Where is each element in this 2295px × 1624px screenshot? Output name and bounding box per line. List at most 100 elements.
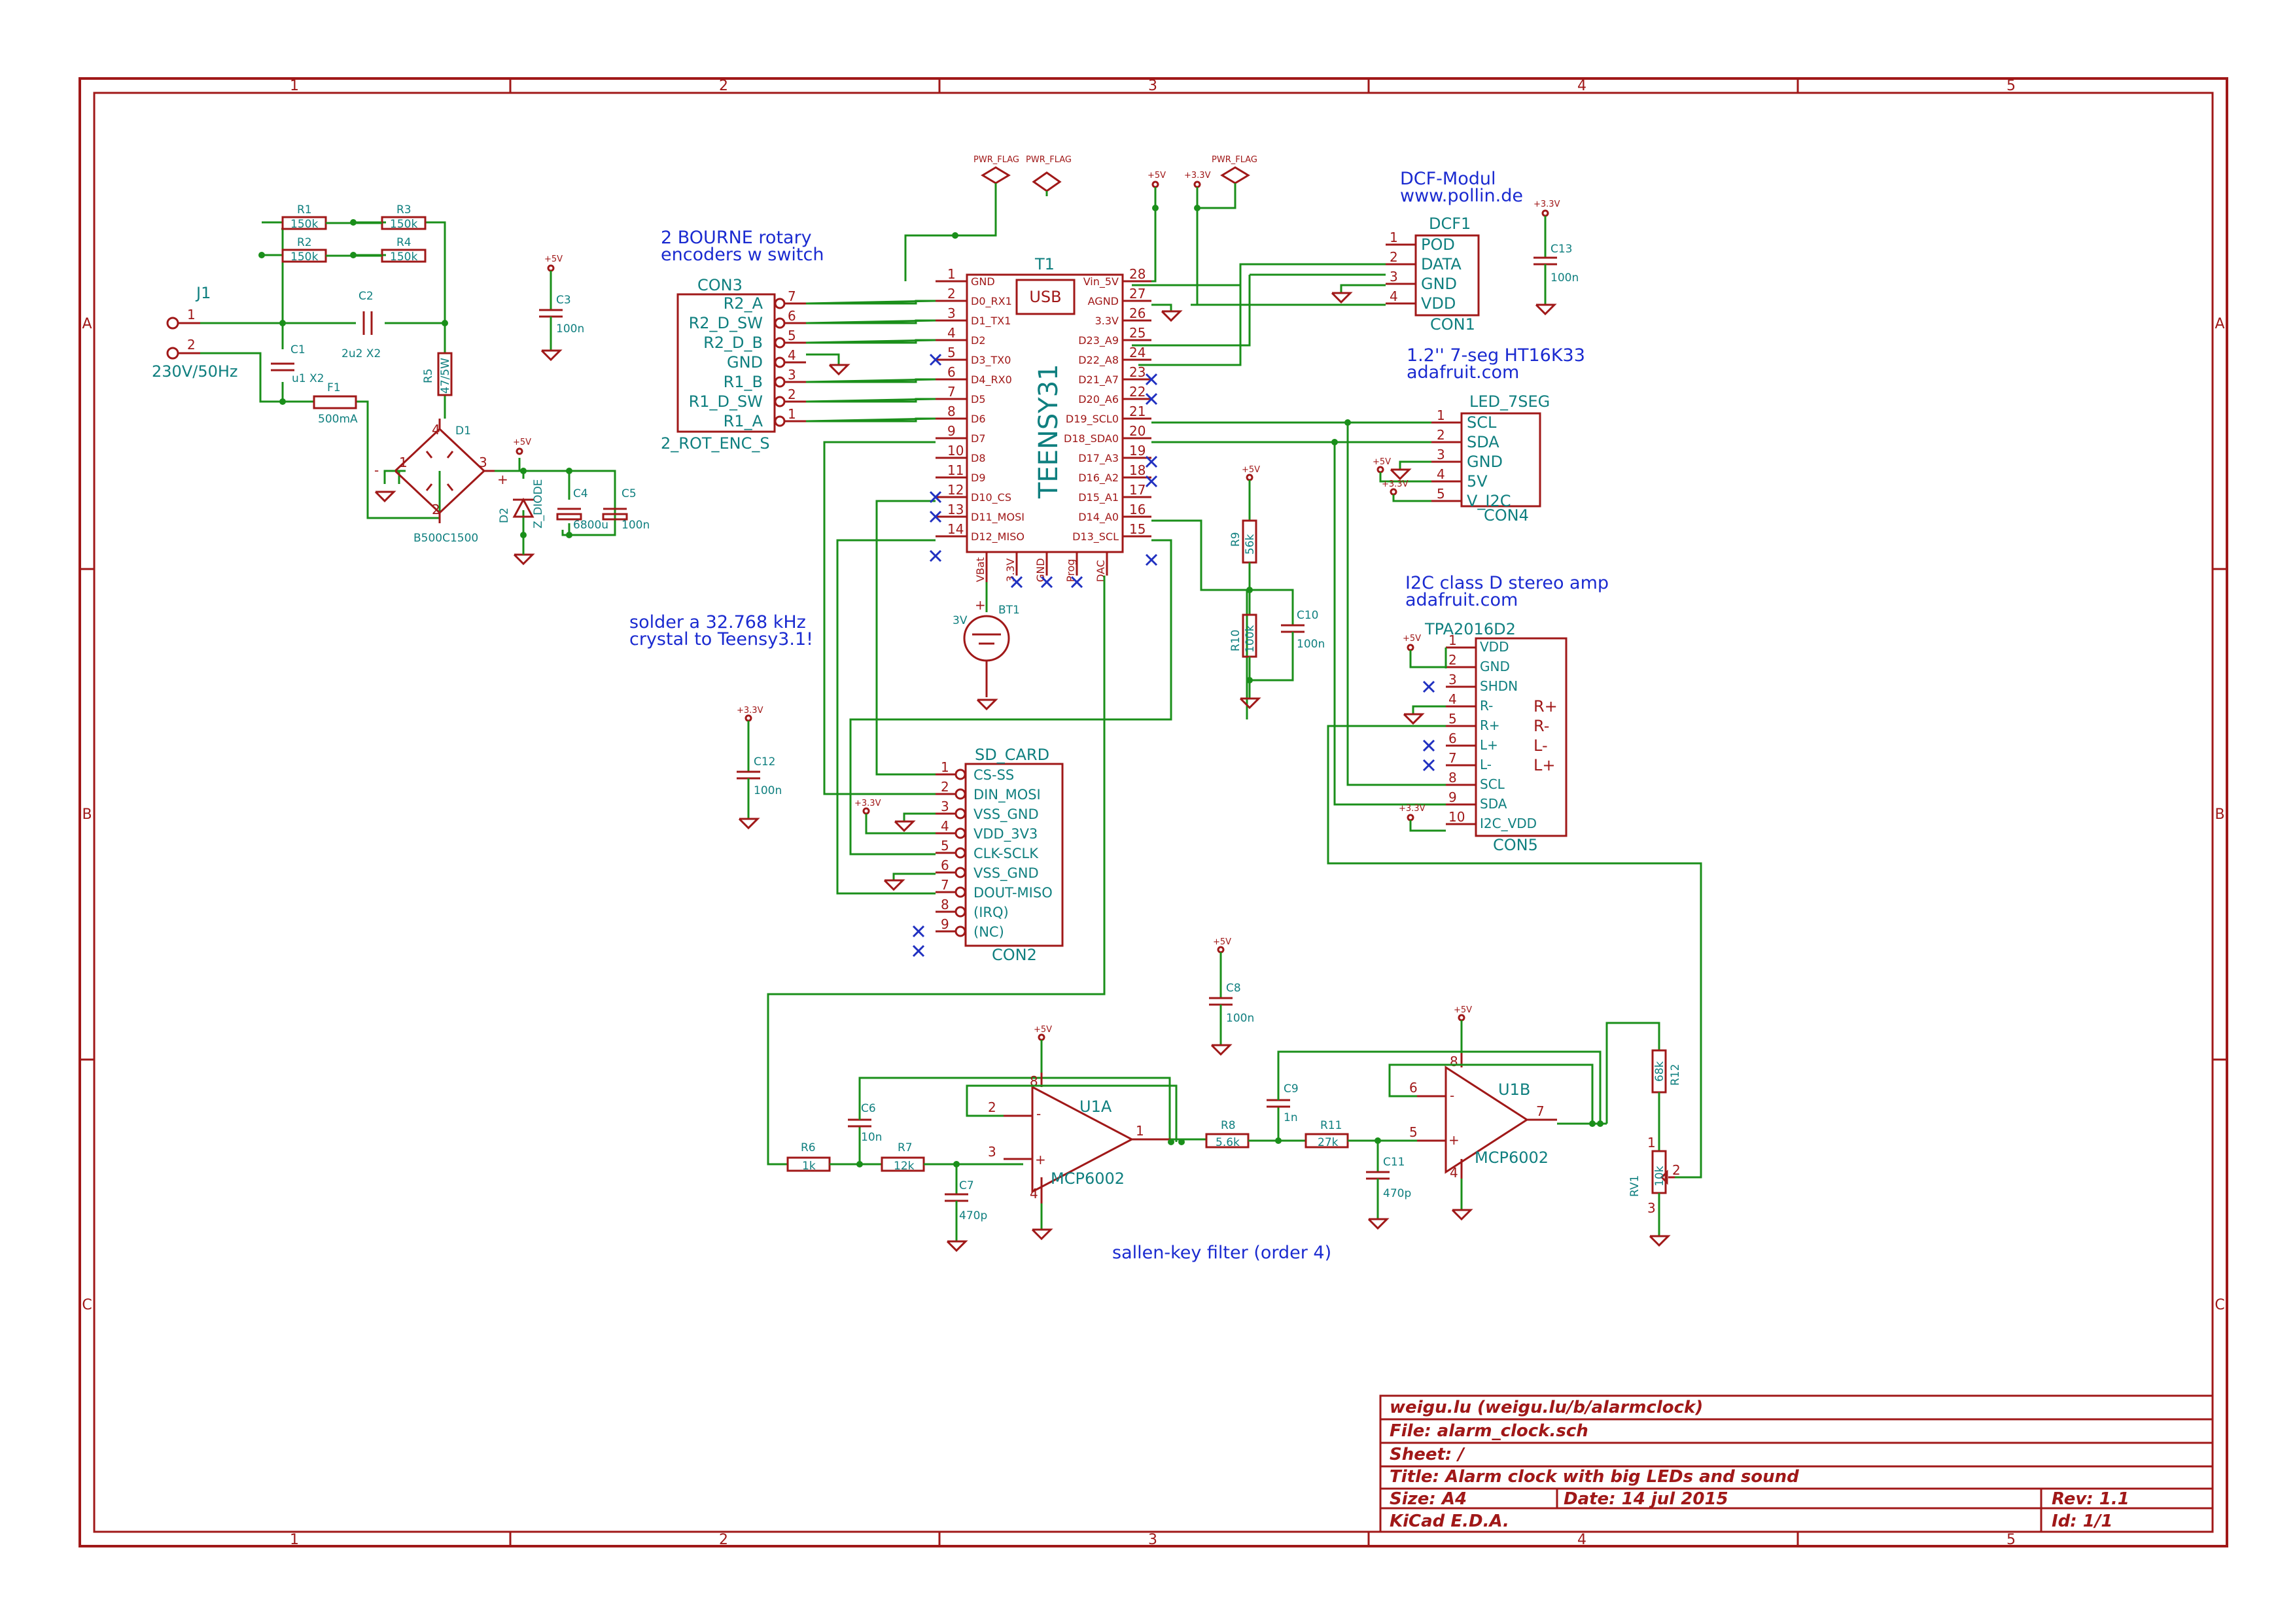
r2-ref: R2 (297, 236, 312, 249)
svg-text:7: 7 (1536, 1103, 1545, 1119)
col-label: 2 (719, 78, 728, 94)
pin-number: 4 (947, 325, 956, 341)
pin-number: 3 (1390, 269, 1398, 285)
pin-label: D12_MISO (971, 530, 1025, 544)
c11-ref: C11 (1383, 1156, 1405, 1169)
pin-number: 3 (941, 799, 949, 814)
title-date: Date: 14 jul 2015 (1564, 1489, 1728, 1509)
note-amp: adafruit.com (1405, 590, 1518, 610)
pin-label: D17_A3 (1078, 452, 1119, 465)
pin-number: 9 (1448, 789, 1457, 805)
pin-label: D13_SCL (1072, 530, 1119, 544)
svg-text:+5V: +5V (1373, 457, 1391, 467)
pin-number: 3 (947, 305, 956, 321)
row-label: B (82, 806, 92, 823)
pin-label: D7 (971, 432, 986, 445)
svg-text:3: 3 (988, 1144, 996, 1160)
pin-label: (IRQ) (973, 905, 1009, 920)
pin-number: 23 (1129, 364, 1146, 380)
sd-pin (955, 769, 966, 780)
pin-label: VDD_3V3 (973, 826, 1038, 842)
teensy-ref: T1 (1034, 255, 1055, 273)
amp-output: L- (1533, 736, 1548, 755)
r11-val: 27k (1318, 1136, 1339, 1149)
svg-text:3: 3 (479, 455, 487, 470)
svg-text:+5V: +5V (1213, 937, 1231, 947)
c10-ref: C10 (1297, 609, 1319, 622)
con3-pin (774, 298, 786, 309)
pin-number: 8 (947, 404, 956, 419)
pin-number: 5 (941, 838, 949, 854)
mains-label: 230V/50Hz (152, 362, 238, 381)
pin-number: 1 (788, 406, 796, 422)
c7-ref: C7 (959, 1179, 974, 1192)
pin-label: R2_A (724, 294, 763, 313)
svg-text:1: 1 (1136, 1123, 1144, 1139)
f1-ref: F1 (327, 381, 341, 394)
pin-label: GND (727, 353, 763, 371)
pin-number: 2 (1437, 427, 1445, 443)
c4-val: 6800u (573, 519, 608, 532)
dcf1-val: CON1 (1430, 315, 1475, 334)
pin-number: 2 (1448, 652, 1457, 668)
pin-number: 5 (1437, 486, 1445, 502)
pin-label: R1_B (724, 373, 763, 391)
r1-val: 150k (290, 218, 318, 231)
r2-val: 150k (290, 251, 318, 264)
r3-ref: R3 (396, 203, 412, 216)
pin-label: DOUT-MISO (973, 885, 1053, 901)
sd-val: CON2 (992, 946, 1037, 964)
d2-ref: D2 (498, 508, 511, 523)
pin-number: 2 (1390, 249, 1398, 265)
pin-label: (NC) (973, 924, 1004, 940)
pin-label: SCL (1467, 413, 1497, 432)
no-connect-mark (1040, 576, 1053, 589)
pin-number: 1 (1448, 632, 1457, 648)
c7-val: 470p (959, 1209, 987, 1222)
note-dcf: DCF-Modul (1400, 169, 1496, 189)
title-file: File: alarm_clock.sch (1390, 1421, 1588, 1441)
pin-number: 8 (941, 897, 949, 912)
col-label: 3 (1148, 78, 1157, 94)
pin-number: 3 (788, 367, 796, 383)
pin-label: SDA (1480, 796, 1507, 812)
f1-val: 500mA (318, 413, 358, 426)
pin-number: 12 (947, 482, 964, 498)
con3-pin (774, 396, 786, 407)
pin-label: VDD (1421, 294, 1456, 313)
led-val: CON4 (1484, 506, 1529, 525)
pin-number: 25 (1129, 325, 1146, 341)
r8-val: 5.6k (1216, 1136, 1240, 1149)
svg-text:2: 2 (432, 502, 440, 517)
pin-label: D22_A8 (1078, 354, 1119, 367)
no-connect-mark (1010, 576, 1023, 589)
no-connect-mark (1422, 759, 1435, 772)
pin-number: 2 (788, 387, 796, 402)
column-labels-top: 1 2 3 4 5 (290, 78, 2016, 94)
rv1-ref: RV1 (1628, 1175, 1641, 1197)
pin-label: GND (1467, 453, 1503, 471)
c5-val: 100n (622, 519, 650, 532)
con3-ref: CON3 (697, 276, 743, 294)
note-dcf: www.pollin.de (1400, 186, 1523, 206)
svg-text:+3.3V: +3.3V (1382, 479, 1409, 489)
sd-pin (955, 788, 966, 800)
pin-label: D5 (971, 393, 986, 406)
no-connect-mark (1145, 455, 1158, 468)
row-label: C (82, 1297, 92, 1313)
pin-label: D15_A1 (1078, 491, 1119, 504)
r12-val: 68k (1653, 1061, 1666, 1082)
svg-text:1: 1 (399, 455, 408, 470)
amp-output: L+ (1533, 756, 1555, 774)
svg-text:2: 2 (1672, 1162, 1681, 1178)
c1-ref: C1 (290, 343, 306, 356)
c12-ref: C12 (754, 755, 776, 769)
sheet-frame (79, 77, 2228, 1547)
pin-label: D0_RX1 (971, 295, 1012, 308)
note-crystal: solder a 32.768 kHz (629, 612, 806, 632)
title-block: weigu.lu (weigu.lu/b/alarmclock) File: a… (1379, 1394, 2214, 1533)
pin-label: R2_D_SW (689, 314, 763, 332)
pin-number: 28 (1129, 266, 1146, 282)
